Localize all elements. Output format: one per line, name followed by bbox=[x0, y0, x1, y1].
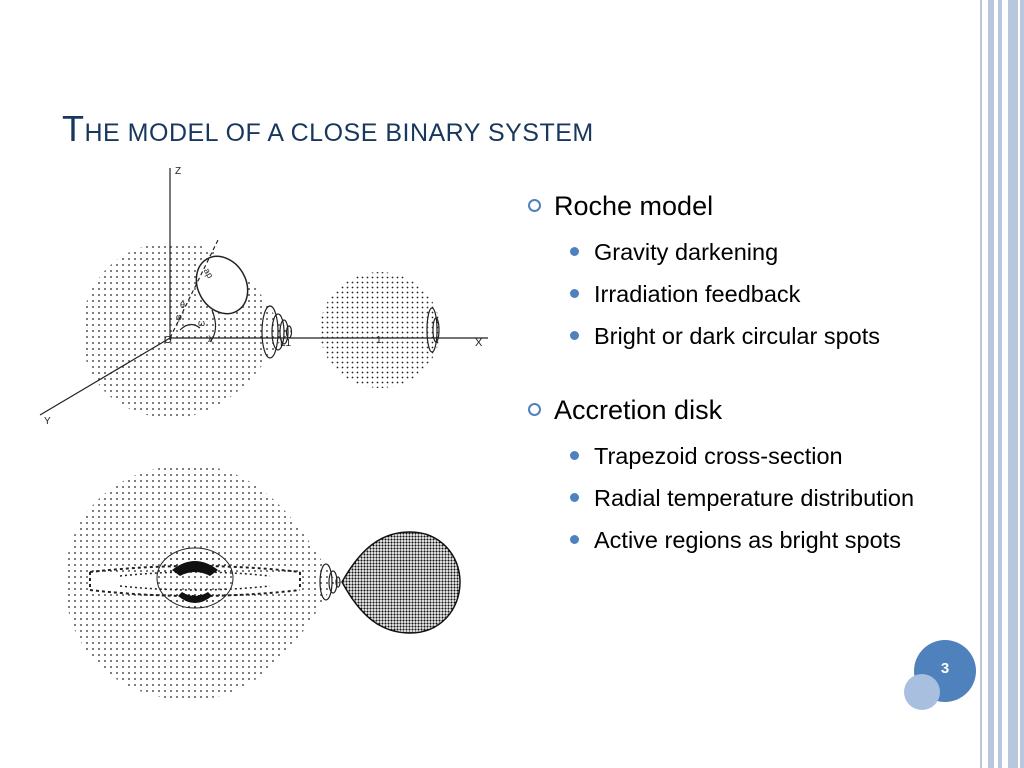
spot-ellipse bbox=[195, 255, 249, 315]
decorative-small-circle bbox=[904, 674, 940, 710]
bullet-dot-icon bbox=[570, 451, 579, 460]
frame-line-3 bbox=[998, 0, 1002, 768]
axes bbox=[39, 168, 488, 416]
subbullet-active-regions: Active regions as bright spots bbox=[570, 522, 918, 558]
roche-geometry-figure: Z X Y O L1 1 ap θ φ ω λ bbox=[39, 166, 488, 427]
central-star bbox=[156, 547, 234, 609]
bullet-dot-icon bbox=[570, 289, 579, 298]
central-star-dark-lower bbox=[178, 592, 212, 603]
bullet-roche-model: Roche model bbox=[528, 190, 918, 222]
bullet-dot-icon bbox=[570, 331, 579, 340]
bullet-ring-icon bbox=[528, 403, 541, 416]
central-star-dark-band bbox=[172, 561, 218, 576]
subbullet-trapezoid: Trapezoid cross-section bbox=[570, 438, 918, 474]
angle-label-omega: ω bbox=[198, 318, 205, 328]
angle-label-theta: θ bbox=[180, 300, 185, 310]
primary-star bbox=[82, 242, 292, 418]
lobe-contour-rings bbox=[319, 563, 341, 601]
accretion-disk-figure bbox=[65, 465, 461, 700]
secondary-star bbox=[320, 272, 440, 388]
frame-line-4 bbox=[1008, 0, 1018, 768]
axis-z-label: Z bbox=[175, 166, 181, 177]
subbullet-radial-temperature: Radial temperature distribution bbox=[570, 480, 918, 516]
bullet-group-roche: Roche model Gravity darkening Irradiatio… bbox=[528, 190, 918, 354]
bullet-accretion-disk: Accretion disk bbox=[528, 394, 918, 426]
secondary-star-dark bbox=[341, 531, 461, 634]
axis-x-label: X bbox=[475, 337, 483, 349]
bullet-dot-icon bbox=[570, 535, 579, 544]
frame-line-1 bbox=[980, 0, 982, 768]
angle-label-ap: ap bbox=[202, 266, 216, 280]
lagrange-label: L1 bbox=[280, 338, 292, 349]
bullet-group-accretion: Accretion disk Trapezoid cross-section R… bbox=[528, 394, 918, 558]
origin-label: O bbox=[164, 335, 172, 346]
subbullet-irradiation-feedback: Irradiation feedback bbox=[570, 276, 918, 312]
angle-label-phi: φ bbox=[176, 312, 182, 322]
companion-mark: 1 bbox=[376, 335, 382, 346]
secondary-contour-rings bbox=[426, 307, 440, 353]
axis-y-label: Y bbox=[44, 416, 51, 427]
frame-line-2 bbox=[988, 0, 994, 768]
bullet-dot-icon bbox=[570, 493, 579, 502]
bullet-ring-icon bbox=[528, 199, 541, 212]
subbullet-gravity-darkening: Gravity darkening bbox=[570, 234, 918, 270]
bullet-list: Roche model Gravity darkening Irradiatio… bbox=[528, 190, 918, 564]
frame-line-5 bbox=[1020, 0, 1024, 768]
subbullet-circular-spots: Bright or dark circular spots bbox=[570, 318, 918, 354]
slide-title: The model of a close binary system bbox=[62, 108, 594, 149]
angle-label-lambda: λ bbox=[208, 334, 213, 344]
slide-number: 3 bbox=[940, 660, 950, 677]
bullet-dot-icon bbox=[570, 247, 579, 256]
